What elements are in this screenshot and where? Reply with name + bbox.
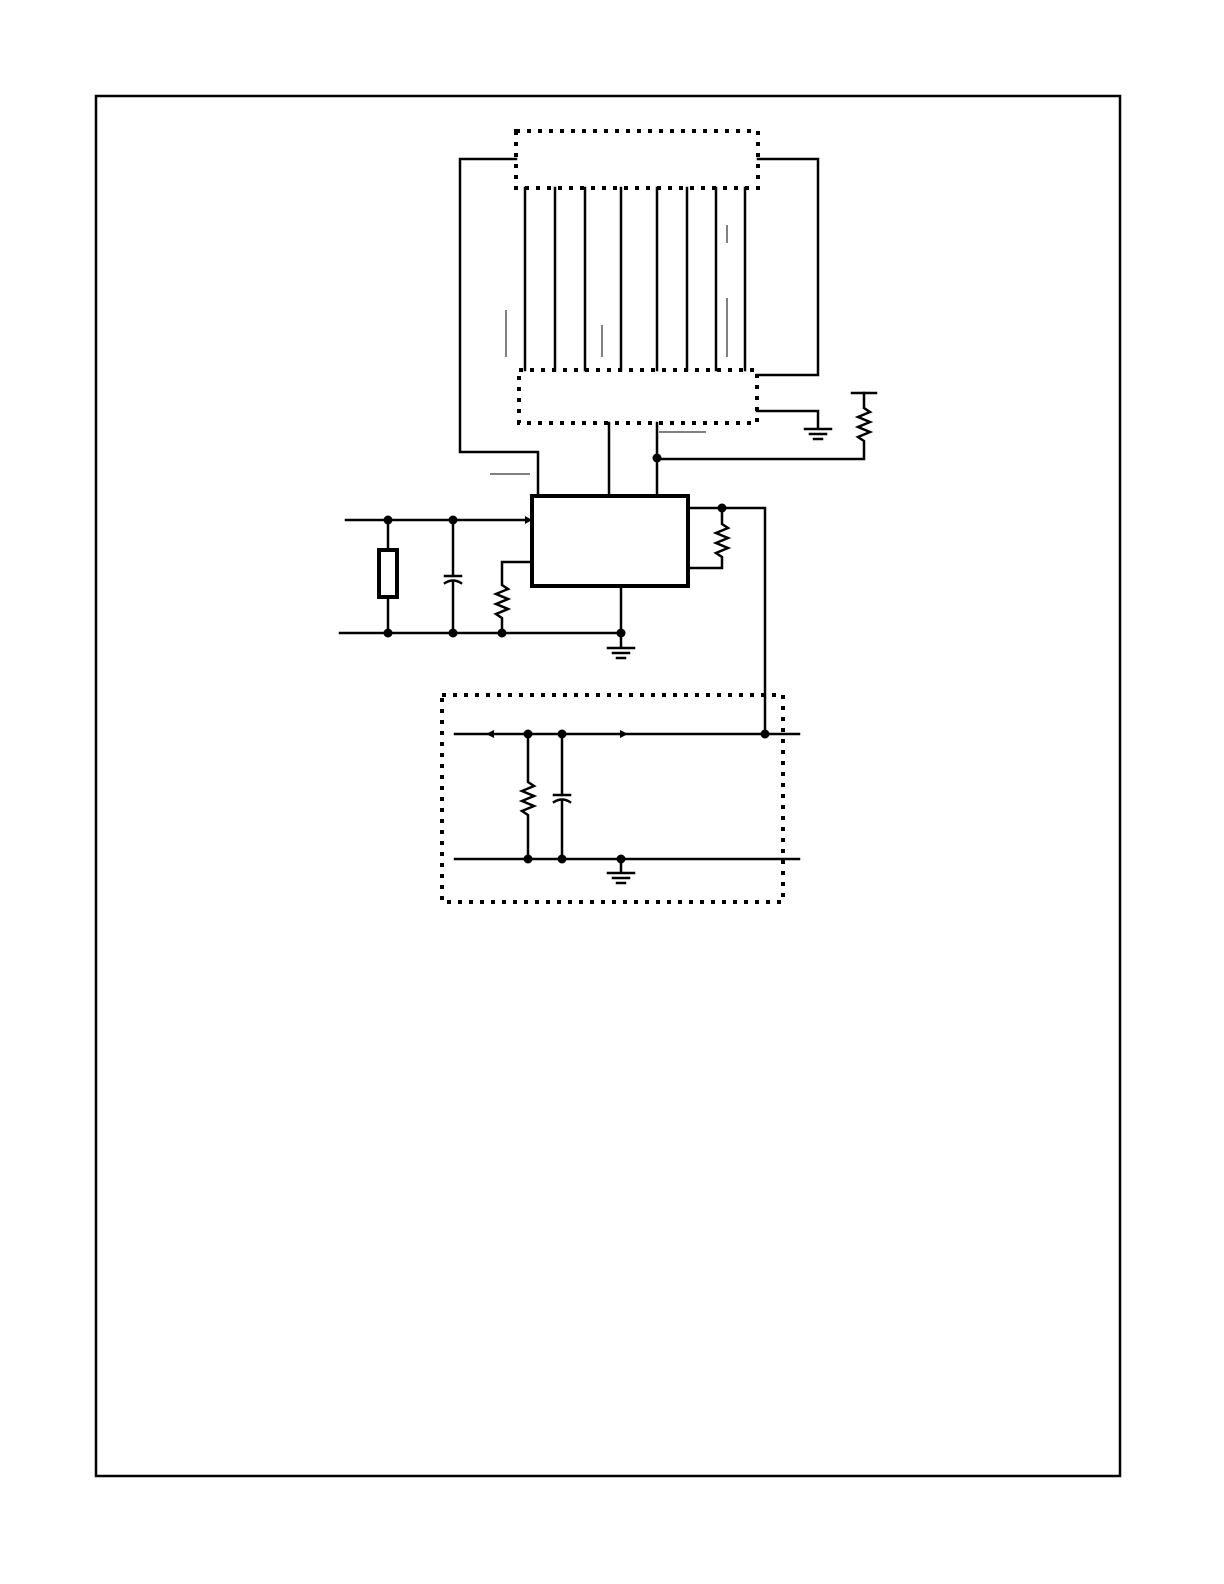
ground-symbol-mid — [606, 646, 636, 660]
left-loop-wire — [458, 157, 540, 496]
node-gnd-3 — [497, 628, 507, 638]
ground-symbol-top — [803, 427, 833, 441]
node-gnd-2 — [448, 628, 458, 638]
node-out-5 — [557, 854, 567, 864]
ground-symbol-bottom — [606, 871, 636, 885]
right-loop-wire — [755, 157, 820, 377]
input-arrow — [525, 516, 532, 524]
output-arrow-right — [620, 730, 628, 738]
bus-lines — [523, 186, 747, 372]
ic-chip — [530, 494, 690, 588]
pullup-resistor-top — [655, 391, 874, 461]
node-gnd-1 — [383, 628, 393, 638]
node-out-4 — [523, 854, 533, 864]
node-out-3 — [760, 729, 770, 739]
lower-connector-box — [517, 368, 759, 425]
lower-block-ground-wire — [755, 409, 820, 430]
upper-connector-box — [514, 129, 760, 190]
output-arrow-left — [486, 730, 494, 738]
page-frame — [94, 94, 1122, 1478]
resistor-bottom — [518, 732, 538, 861]
output-stage-box — [440, 693, 785, 904]
resistor-left — [492, 560, 534, 635]
resistor-right — [686, 506, 732, 570]
chip-right-wire — [686, 506, 767, 736]
fuse-element — [377, 548, 399, 599]
thin-marks — [490, 225, 728, 475]
